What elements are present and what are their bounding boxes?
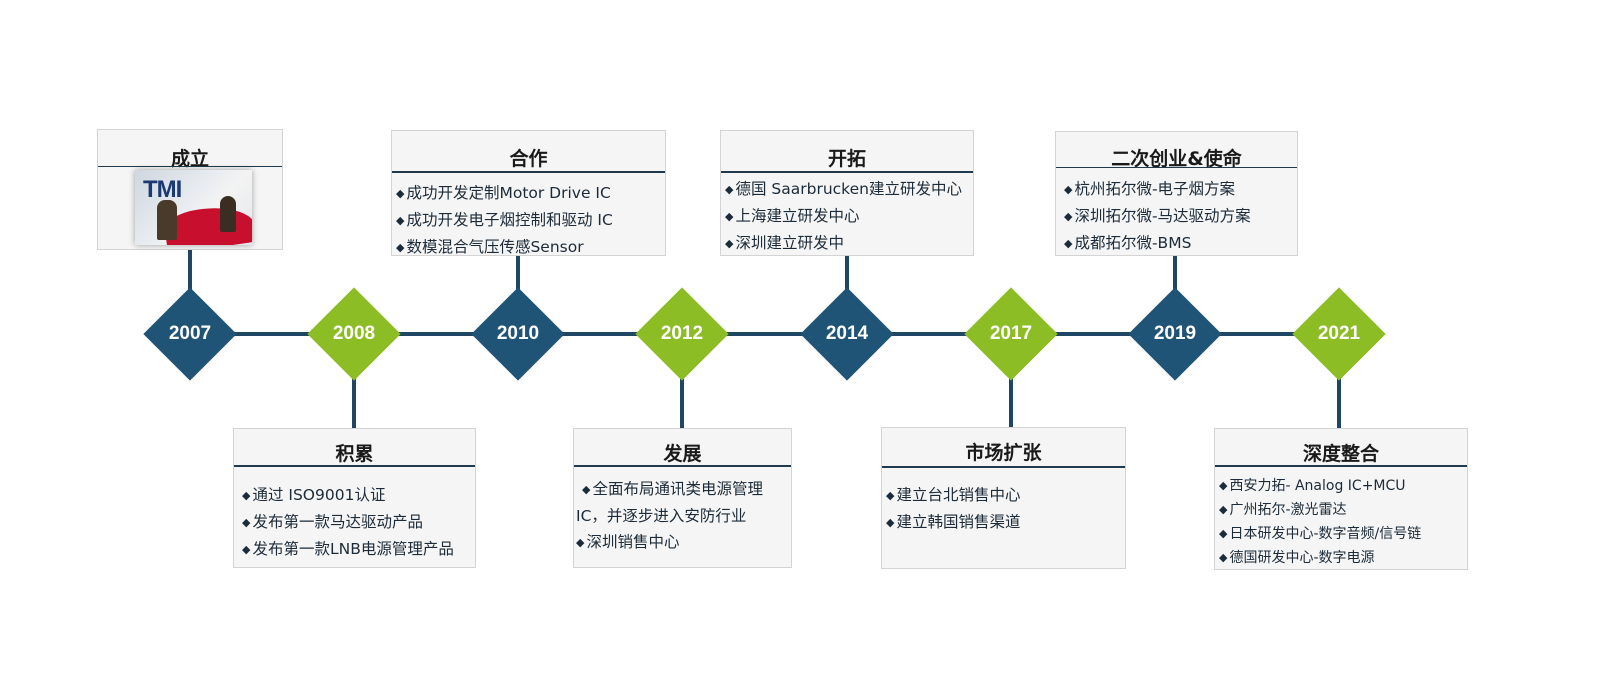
diamond-bullet-icon: ◆ — [1219, 551, 1228, 564]
list-item: ◆深圳销售中心 — [576, 533, 680, 551]
year-label: 2019 — [1153, 323, 1197, 344]
connector-2007 — [188, 250, 192, 292]
diamond-bullet-icon: ◆ — [242, 516, 251, 529]
milestone-card-2012: 发展 ◆全面布局通讯类电源管理IC，并逐步进入安防行业 ◆深圳销售中心 — [573, 428, 792, 568]
card-title: 合作 — [509, 148, 548, 170]
card-title: 发展 — [663, 443, 702, 465]
diamond-bullet-icon: ◆ — [242, 543, 251, 556]
year-label: 2010 — [496, 323, 540, 344]
year-label: 2008 — [332, 323, 376, 344]
year-label: 2014 — [825, 323, 869, 344]
list-item: ◆发布第一款LNB电源管理产品 — [242, 540, 454, 558]
year-label: 2021 — [1317, 323, 1361, 344]
card-title: 成立 — [170, 148, 209, 170]
timeline-line — [190, 332, 1340, 336]
list-item: ◆日本研发中心-数字音频/信号链 — [1219, 526, 1422, 542]
diamond-bullet-icon: ◆ — [886, 489, 895, 502]
connector-2014 — [845, 256, 849, 292]
diamond-bullet-icon: ◆ — [1219, 479, 1228, 492]
diamond-bullet-icon: ◆ — [725, 210, 734, 223]
diamond-bullet-icon: ◆ — [1064, 183, 1073, 196]
diamond-bullet-icon: ◆ — [1064, 210, 1073, 223]
diamond-bullet-icon: ◆ — [582, 483, 591, 496]
diamond-bullet-icon: ◆ — [1219, 527, 1228, 540]
list-item: ◆成都拓尔微-BMS — [1064, 234, 1192, 252]
diamond-bullet-icon: ◆ — [1064, 237, 1073, 250]
list-item: ◆德国 Saarbrucken建立研发中心 — [725, 180, 962, 198]
company-photo: TMI — [135, 170, 252, 245]
card-divider — [98, 166, 282, 167]
list-item: ◆建立韩国销售渠道 — [886, 513, 1021, 531]
milestone-card-2008: 积累 ◆通过 ISO9001认证 ◆发布第一款马达驱动产品 ◆发布第一款LNB电… — [233, 428, 476, 568]
diamond-bullet-icon: ◆ — [396, 214, 405, 227]
connector-2012 — [680, 378, 684, 428]
milestone-card-2017: 市场扩张 ◆建立台北销售中心 ◆建立韩国销售渠道 — [881, 427, 1126, 569]
list-item: ◆数模混合气压传感Sensor — [396, 238, 584, 256]
year-label: 2017 — [989, 323, 1033, 344]
list-item: ◆深圳建立研发中 — [725, 234, 844, 252]
card-divider — [721, 171, 973, 173]
connector-2008 — [352, 378, 356, 428]
card-divider — [574, 465, 791, 467]
list-item: ◆上海建立研发中心 — [725, 207, 860, 225]
card-divider — [1215, 465, 1467, 467]
list-item: ◆杭州拓尔微-电子烟方案 — [1064, 180, 1236, 198]
list-item: ◆成功开发定制Motor Drive IC — [396, 184, 611, 202]
card-title: 积累 — [335, 443, 374, 465]
diamond-bullet-icon: ◆ — [725, 237, 734, 250]
person-graphic — [157, 200, 177, 240]
card-title: 市场扩张 — [965, 442, 1042, 464]
diamond-bullet-icon: ◆ — [396, 241, 405, 254]
connector-2010 — [516, 256, 520, 292]
connector-2017 — [1009, 378, 1013, 427]
list-item: ◆发布第一款马达驱动产品 — [242, 513, 423, 531]
milestone-card-2019: 二次创业&使命 ◆杭州拓尔微-电子烟方案 ◆深圳拓尔微-马达驱动方案 ◆成都拓尔… — [1055, 131, 1298, 256]
diamond-bullet-icon: ◆ — [725, 183, 734, 196]
list-item: ◆广州拓尔-激光雷达 — [1219, 502, 1347, 518]
diamond-bullet-icon: ◆ — [1219, 503, 1228, 516]
milestone-card-2007: 成立 TMI — [97, 129, 283, 250]
list-item: ◆成功开发电子烟控制和驱动 IC — [396, 211, 613, 229]
year-label: 2012 — [660, 323, 704, 344]
list-item: ◆西安力拓- Analog IC+MCU — [1219, 478, 1406, 494]
year-label: 2007 — [168, 323, 212, 344]
person-graphic — [220, 196, 236, 232]
card-divider — [234, 465, 475, 467]
card-title: 二次创业&使命 — [1111, 148, 1242, 170]
list-item: ◆建立台北销售中心 — [886, 486, 1021, 504]
list-item: ◆全面布局通讯类电源管理IC，并逐步进入安防行业 — [576, 480, 763, 525]
card-title: 深度整合 — [1302, 443, 1379, 465]
milestone-card-2021: 深度整合 ◆西安力拓- Analog IC+MCU ◆广州拓尔-激光雷达 ◆日本… — [1214, 428, 1468, 570]
card-divider — [392, 171, 665, 173]
connector-2021 — [1337, 378, 1341, 428]
diamond-bullet-icon: ◆ — [886, 516, 895, 529]
list-item: ◆德国研发中心-数字电源 — [1219, 550, 1375, 566]
connector-2019 — [1173, 256, 1177, 292]
diamond-bullet-icon: ◆ — [242, 489, 251, 502]
diamond-bullet-icon: ◆ — [576, 536, 585, 549]
milestone-card-2010: 合作 ◆成功开发定制Motor Drive IC ◆成功开发电子烟控制和驱动 I… — [391, 130, 666, 256]
diamond-bullet-icon: ◆ — [396, 187, 405, 200]
milestone-card-2014: 开拓 ◆德国 Saarbrucken建立研发中心 ◆上海建立研发中心 ◆深圳建立… — [720, 130, 974, 256]
card-title: 开拓 — [827, 148, 866, 170]
list-item: ◆深圳拓尔微-马达驱动方案 — [1064, 207, 1251, 225]
card-divider — [1056, 167, 1297, 168]
company-logo: TMI — [143, 176, 182, 203]
card-divider — [882, 466, 1125, 468]
list-item: ◆通过 ISO9001认证 — [242, 486, 386, 504]
